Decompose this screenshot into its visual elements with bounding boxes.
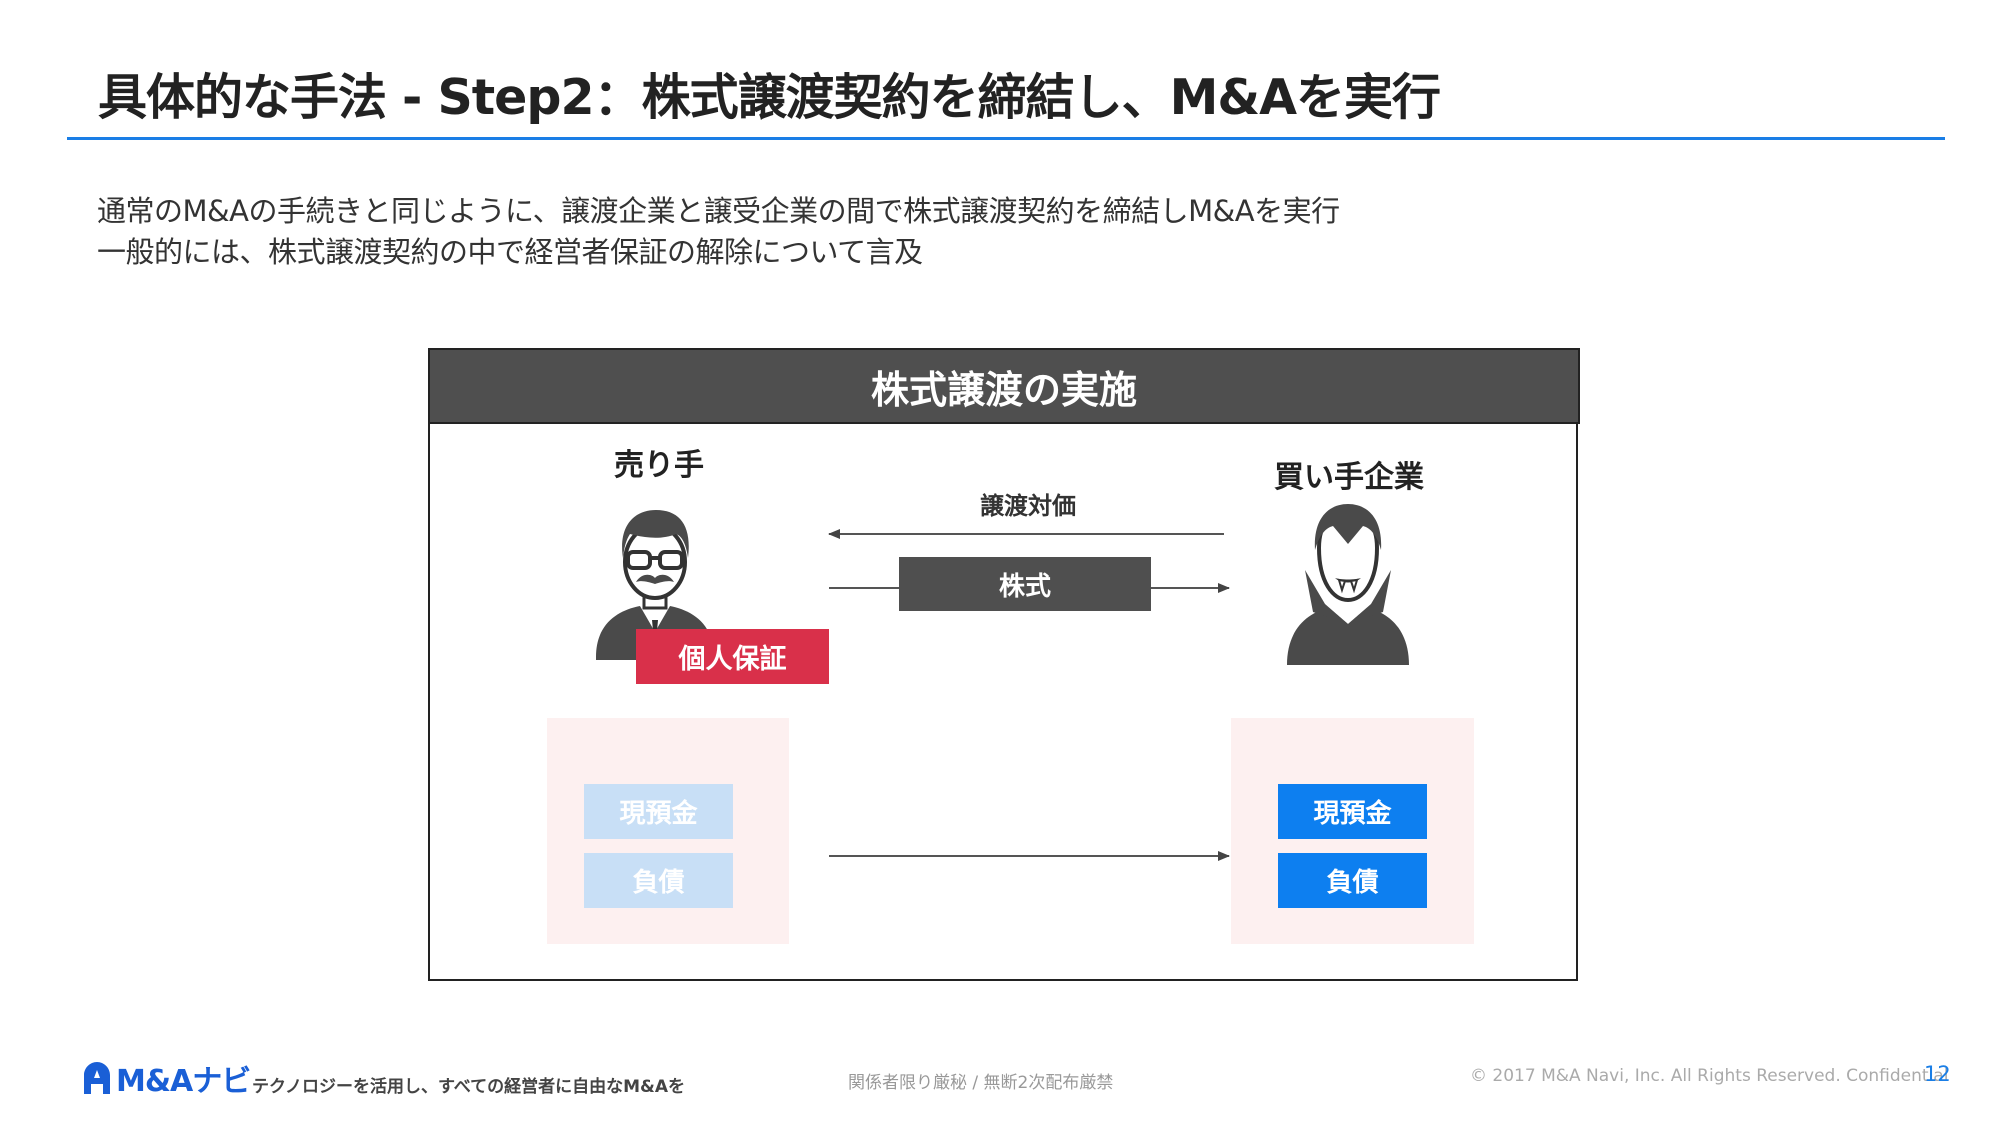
copyright: © 2017 M&A Navi, Inc. All Rights Reserve… — [1470, 1066, 1949, 1086]
buyer-cash-chip: 現預金 — [1278, 784, 1427, 839]
footer-tagline: テクノロジーを活用し、すべての経営者に自由なM&Aを — [252, 1077, 686, 1097]
buyer-debt-chip: 負債 — [1278, 853, 1427, 908]
seller-cash-chip: 現預金 — [584, 784, 733, 839]
intro-line-2: 一般的には、株式譲渡契約の中で経営者保証の解除について言及 — [97, 235, 923, 269]
personal-guarantee-badge: 個人保証 — [636, 629, 829, 684]
intro-line-1: 通常のM&Aの手続きと同じように、譲渡企業と譲受企業の間で株式譲渡契約を締結しM… — [97, 194, 1340, 228]
shares-box: 株式 — [899, 557, 1151, 611]
diagram-heading: 株式譲渡の実施 — [428, 348, 1580, 424]
confidential-notice: 関係者限り厳秘 / 無断2次配布厳禁 — [848, 1073, 1114, 1093]
logo-mark-icon — [84, 1062, 110, 1094]
seller-debt-chip: 負債 — [584, 853, 733, 908]
seller-label: 売り手 — [614, 448, 704, 483]
slide-title: 具体的な手法 - Step2：株式譲渡契約を締結し、M&Aを実行 — [98, 69, 1441, 126]
consideration-label: 譲渡対価 — [980, 492, 1076, 520]
buyer-person-icon — [1287, 504, 1409, 665]
logo-text: M&Aナビ — [116, 1064, 251, 1099]
page-number: 12 — [1924, 1062, 1951, 1086]
buyer-label: 買い手企業 — [1274, 460, 1424, 495]
footer-logo: M&Aナビ — [84, 1061, 251, 1099]
title-divider — [67, 137, 1945, 140]
